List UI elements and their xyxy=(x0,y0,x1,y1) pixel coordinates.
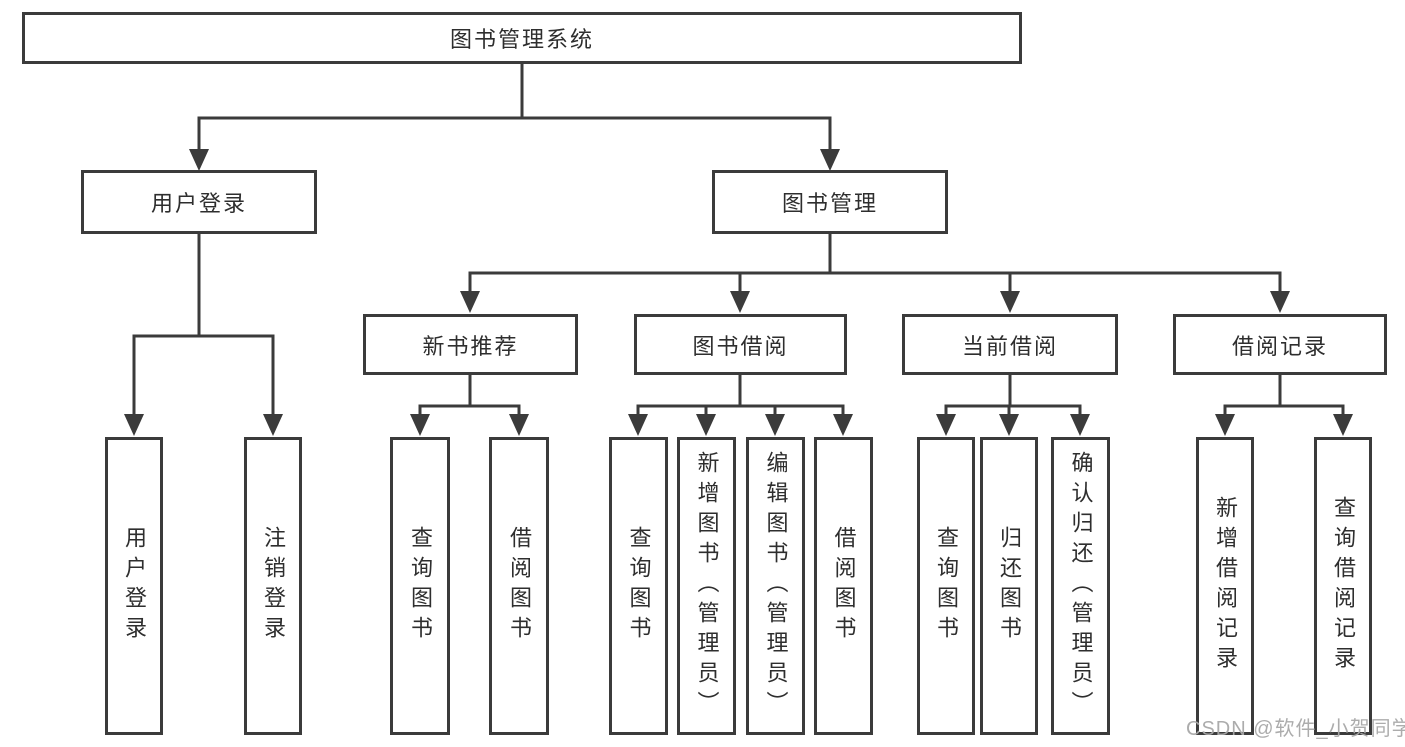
arrowhead-icon xyxy=(1215,414,1235,436)
node-leaf-query-borrow-record: 查询借阅记录 xyxy=(1314,437,1372,735)
node-label: 查询图书 xyxy=(626,526,652,646)
node-leaf-user-login: 用户登录 xyxy=(105,437,163,735)
node-label: 新增借阅记录 xyxy=(1213,496,1238,676)
node-label: 用户登录 xyxy=(122,526,147,646)
node-leaf-confirm-return-admin: 确认归还（管理员） xyxy=(1051,437,1110,735)
connector-root xyxy=(197,62,832,153)
node-label: 归还图书 xyxy=(997,526,1022,646)
connector-borrowing-records xyxy=(1223,373,1345,418)
arrowhead-icon xyxy=(765,414,785,436)
arrowhead-icon xyxy=(999,414,1019,436)
arrowhead-icon xyxy=(1333,414,1353,436)
node-leaf-add-books-admin: 新增图书（管理员） xyxy=(677,437,736,735)
node-label: 查询图书 xyxy=(408,526,433,646)
arrowhead-icon xyxy=(1270,291,1290,313)
arrowhead-icon xyxy=(730,291,750,313)
arrowhead-icon xyxy=(410,414,430,436)
node-label: 图书管理 xyxy=(781,191,878,216)
arrowhead-icon xyxy=(460,291,480,313)
node-label: 注销登录 xyxy=(261,526,286,646)
node-leaf-query-books-2: 查询图书 xyxy=(609,437,668,735)
connector-book-borrowing xyxy=(636,373,845,418)
connector-current-borrowing xyxy=(944,373,1082,418)
node-leaf-add-borrow-record: 新增借阅记录 xyxy=(1196,437,1254,735)
node-new-book-recommend: 新书推荐 xyxy=(363,314,578,375)
arrowhead-icon xyxy=(820,149,840,171)
node-library-system: 图书管理系统 xyxy=(22,12,1022,64)
node-label: 新书推荐 xyxy=(422,333,519,359)
arrowhead-icon xyxy=(509,414,529,436)
node-book-management: 图书管理 xyxy=(712,170,948,234)
node-leaf-return-books: 归还图书 xyxy=(980,437,1038,735)
connector-user-login xyxy=(132,232,275,418)
arrowhead-icon xyxy=(1000,291,1020,313)
node-label: 图书借阅 xyxy=(692,333,789,359)
node-label: 确认归还（管理员） xyxy=(1068,451,1094,721)
node-label: 借阅记录 xyxy=(1231,333,1328,359)
node-current-borrowing: 当前借阅 xyxy=(902,314,1118,375)
node-leaf-borrow-books-2: 借阅图书 xyxy=(814,437,873,735)
node-book-borrowing: 图书借阅 xyxy=(634,314,847,375)
arrowhead-icon xyxy=(833,414,853,436)
node-label: 借阅图书 xyxy=(831,526,857,646)
watermark: CSDN @软件_小贺同学 xyxy=(1186,718,1405,740)
connector-new-book-recommend xyxy=(418,373,521,418)
node-label: 借阅图书 xyxy=(507,526,532,646)
arrowhead-icon xyxy=(628,414,648,436)
node-user-login: 用户登录 xyxy=(81,170,317,234)
arrowhead-icon xyxy=(124,414,144,436)
node-leaf-query-books-3: 查询图书 xyxy=(917,437,975,735)
arrowhead-icon xyxy=(936,414,956,436)
node-label: 编辑图书（管理员） xyxy=(763,451,789,721)
connector-book-management xyxy=(468,232,1282,295)
arrowhead-icon xyxy=(263,414,283,436)
node-leaf-query-books-1: 查询图书 xyxy=(390,437,450,735)
node-label: 查询图书 xyxy=(934,526,959,646)
node-label: 用户登录 xyxy=(150,191,247,216)
node-borrowing-records: 借阅记录 xyxy=(1173,314,1387,375)
node-label: 当前借阅 xyxy=(961,333,1058,359)
node-leaf-borrow-books-1: 借阅图书 xyxy=(489,437,549,735)
node-label: 新增图书（管理员） xyxy=(694,451,720,721)
node-leaf-logout: 注销登录 xyxy=(244,437,302,735)
arrowhead-icon xyxy=(1070,414,1090,436)
node-label: 查询借阅记录 xyxy=(1331,496,1356,676)
arrowhead-icon xyxy=(696,414,716,436)
node-leaf-edit-books-admin: 编辑图书（管理员） xyxy=(746,437,805,735)
arrowhead-icon xyxy=(189,149,209,171)
node-label: 图书管理系统 xyxy=(449,27,594,52)
